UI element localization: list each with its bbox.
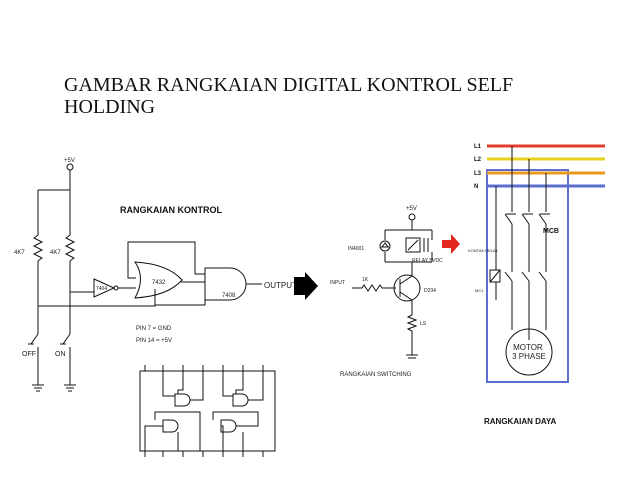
relay-wiring [384,220,433,275]
red-arrow-icon [442,234,460,254]
control-supply-terminal [66,163,74,171]
ic-top-pins [144,365,264,371]
transistor [393,274,421,302]
motor-label: MOTOR 3 PHASE [512,343,546,361]
power-circuit: L1 L2 L3 N MCB KONTAK RELAY MC1 MOTOR 3 … [468,144,605,426]
resistor-r1-label: 4K7 [14,250,25,256]
motor [505,328,553,376]
contactor-coil [489,269,501,283]
emitter-label: LS [420,321,427,327]
relay-coil [405,237,421,253]
resistor-r2-label: 4K7 [50,250,61,256]
ground-symbols [32,384,76,392]
line-l2-label: L2 [474,157,482,163]
or-gate [134,261,183,299]
phase-drops [495,146,547,230]
diode-label: IN4001 [348,246,364,252]
line-l1-label: L1 [474,144,482,150]
not-gate [93,278,116,298]
pull-up-wires [37,261,71,334]
switch-off-label: OFF [22,351,36,358]
switching-ground [406,354,418,359]
mc-label: MC1 [475,288,484,293]
contactor-contacts [504,224,547,340]
switching-section-label: RANGKAIAN SWITCHING [340,372,412,378]
control-section-label: RANGKAIAN KONTROL [120,205,222,215]
not-gate-label: 7404 [96,286,107,292]
ic-pinout-diagram [139,365,276,457]
ic-internal-wiring [144,371,264,451]
output-label: OUTPUT [264,281,297,290]
control-circuit: +5V 4K7 4K7 OFF ON 7404 7432 7408 OUTPUT… [14,158,318,392]
ic-package [139,370,276,452]
line-n-label: N [474,184,478,190]
output-arrow-icon [294,272,318,300]
switching-circuit: +5V IN4001 RELAY 5VDC INPUT 1K D234 LS R… [330,206,443,378]
mcb-label: MCB [543,228,559,235]
mcb-contacts [504,213,550,225]
contactor-label: KONTAK RELAY [468,248,498,253]
or-gate-label: 7432 [152,280,166,286]
switching-supply-label: +5V [406,206,417,212]
line-l3-label: L3 [474,171,482,177]
ic-internal-gates [162,393,249,433]
emitter-resistor [406,314,418,355]
power-frame [486,169,569,383]
supply-rail [37,170,71,235]
and-gate [204,267,247,301]
diagram-title: GAMBAR RANGKAIAN DIGITAL KONTROL SELF HO… [64,74,514,118]
base-resistor [352,284,396,292]
coil-wiring [489,230,501,300]
pin7-note: PIN 7 = GND [136,326,172,332]
power-section-label: RANGKAIAN DAYA [484,417,557,426]
control-supply-label: +5V [64,158,75,164]
resistor-r2 [64,234,76,262]
resistor-r1 [32,234,44,262]
and-gate-label: 7408 [222,293,236,299]
switching-input-label: INPUT [330,280,345,286]
push-switches [30,333,71,385]
transistor-leads [399,275,413,315]
flyback-diode [379,240,391,252]
not-gate-bubble [113,285,119,291]
logic-wiring [38,241,206,307]
relay-contact [407,238,429,252]
ic-bottom-pins [144,451,264,457]
switch-on-label: ON [55,351,66,358]
relay-label: RELAY 5VDC [412,258,443,264]
pin14-note: PIN 14 = +5V [136,338,172,344]
diode-symbol [381,242,389,248]
base-resistor-label: 1K [362,277,369,283]
transistor-label: D234 [424,288,436,294]
switching-supply-terminal [408,213,416,221]
